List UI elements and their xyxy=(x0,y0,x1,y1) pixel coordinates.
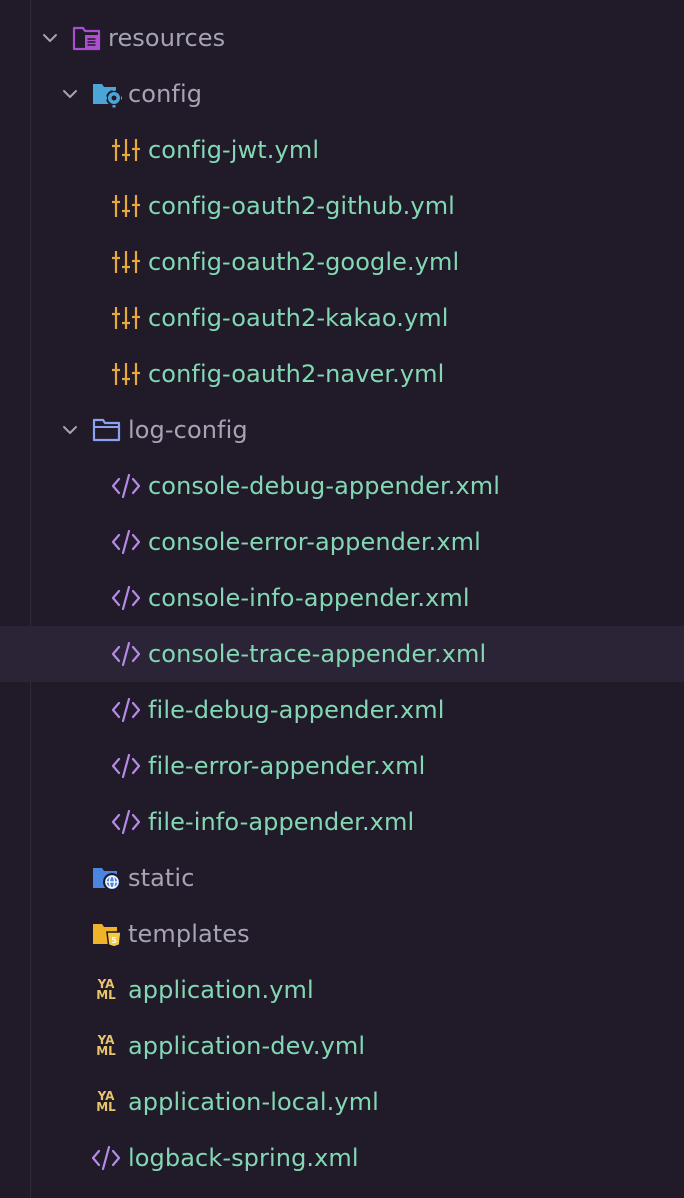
chevron-down-icon[interactable] xyxy=(60,420,80,440)
tree-row-file[interactable]: config-jwt.yml xyxy=(0,122,684,178)
folder-icon xyxy=(92,415,122,445)
tree-row-file-hovered[interactable]: console-trace-appender.xml xyxy=(0,626,684,682)
config-settings-icon xyxy=(111,247,141,277)
project-tree: resources config config-jwt.yml xyxy=(0,10,684,1186)
xml-code-icon xyxy=(111,695,141,725)
xml-code-icon xyxy=(91,1143,121,1173)
tree-row-file[interactable]: file-error-appender.xml xyxy=(0,738,684,794)
tree-row-templates[interactable]: 5 templates xyxy=(0,906,684,962)
xml-code-icon xyxy=(111,583,141,613)
indent-guide xyxy=(30,0,31,1198)
tree-label: resources xyxy=(108,24,226,52)
tree-label: config-oauth2-github.yml xyxy=(148,192,455,220)
tree-label: console-error-appender.xml xyxy=(148,528,481,556)
tree-row-static[interactable]: static xyxy=(0,850,684,906)
tree-row-resources[interactable]: resources xyxy=(0,10,684,66)
tree-row-file[interactable]: config-oauth2-google.yml xyxy=(0,234,684,290)
tree-row-file[interactable]: logback-spring.xml xyxy=(0,1130,684,1186)
xml-code-icon xyxy=(111,471,141,501)
tree-label: log-config xyxy=(128,416,248,444)
config-settings-icon xyxy=(111,191,141,221)
tree-label: file-error-appender.xml xyxy=(148,752,426,780)
tree-label: static xyxy=(128,864,195,892)
xml-code-icon xyxy=(111,807,141,837)
config-folder-icon xyxy=(92,79,122,109)
svg-text:5: 5 xyxy=(111,936,117,945)
tree-label: file-info-appender.xml xyxy=(148,808,415,836)
xml-code-icon xyxy=(111,751,141,781)
tree-row-file[interactable]: console-debug-appender.xml xyxy=(0,458,684,514)
tree-row-file[interactable]: config-oauth2-naver.yml xyxy=(0,346,684,402)
tree-row-config[interactable]: config xyxy=(0,66,684,122)
chevron-down-icon[interactable] xyxy=(60,84,80,104)
tree-label: config-oauth2-kakao.yml xyxy=(148,304,449,332)
config-settings-icon xyxy=(111,359,141,389)
tree-label: application-dev.yml xyxy=(128,1032,366,1060)
config-settings-icon xyxy=(111,303,141,333)
tree-label: application.yml xyxy=(128,976,314,1004)
tree-row-file[interactable]: file-info-appender.xml xyxy=(0,794,684,850)
static-folder-globe-icon xyxy=(92,863,122,893)
tree-label: logback-spring.xml xyxy=(128,1144,359,1172)
tree-label: config-oauth2-google.yml xyxy=(148,248,460,276)
tree-label: file-debug-appender.xml xyxy=(148,696,445,724)
tree-row-file[interactable]: config-oauth2-kakao.yml xyxy=(0,290,684,346)
tree-label: application-local.yml xyxy=(128,1088,379,1116)
config-settings-icon xyxy=(111,135,141,165)
xml-code-icon xyxy=(111,639,141,669)
resources-folder-icon xyxy=(72,23,102,53)
tree-label: console-info-appender.xml xyxy=(148,584,470,612)
tree-row-log-config[interactable]: log-config xyxy=(0,402,684,458)
tree-label: console-debug-appender.xml xyxy=(148,472,501,500)
tree-label: config-jwt.yml xyxy=(148,136,320,164)
templates-folder-html-icon: 5 xyxy=(92,919,122,949)
tree-label: templates xyxy=(128,920,250,948)
tree-label: console-trace-appender.xml xyxy=(148,640,487,668)
xml-code-icon xyxy=(111,527,141,557)
tree-row-file[interactable]: config-oauth2-github.yml xyxy=(0,178,684,234)
tree-label: config xyxy=(128,80,203,108)
tree-row-file[interactable]: console-info-appender.xml xyxy=(0,570,684,626)
tree-row-file[interactable]: console-error-appender.xml xyxy=(0,514,684,570)
tree-row-file[interactable]: file-debug-appender.xml xyxy=(0,682,684,738)
chevron-down-icon[interactable] xyxy=(40,28,60,48)
tree-label: config-oauth2-naver.yml xyxy=(148,360,445,388)
